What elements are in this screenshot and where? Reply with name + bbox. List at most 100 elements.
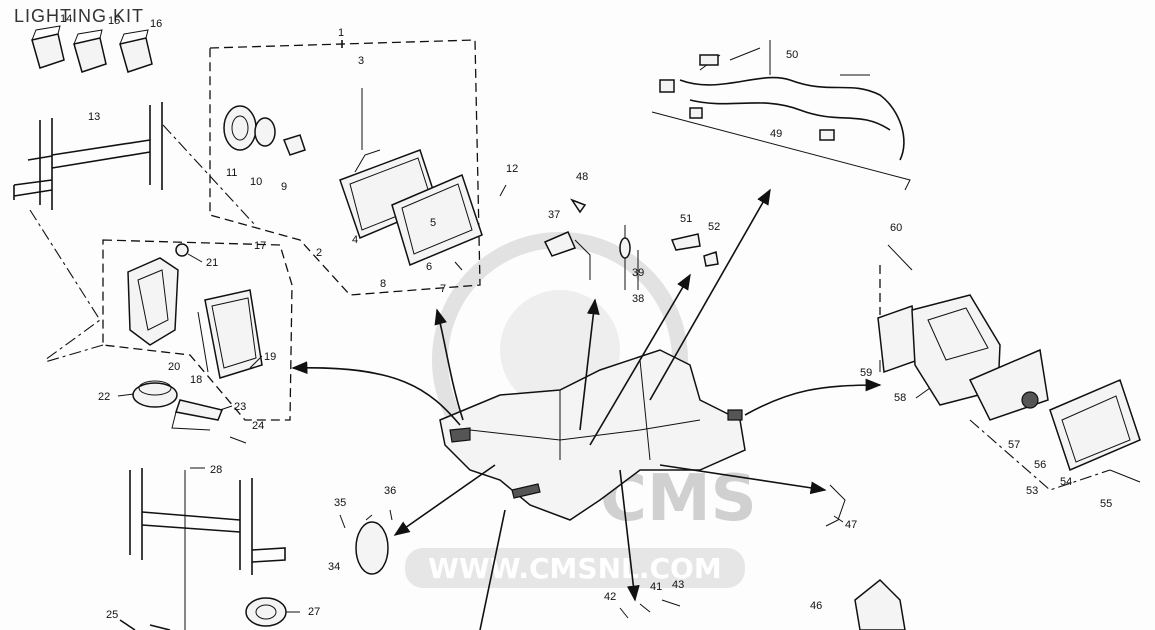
- callout-19: 19: [264, 351, 276, 363]
- callout-14: 14: [60, 13, 72, 25]
- callout-42: 42: [604, 591, 616, 603]
- callout-35: 35: [334, 497, 346, 509]
- arrow-to-34: [393, 464, 496, 536]
- callout-20: 20: [168, 361, 180, 373]
- screw-60: [887, 244, 913, 271]
- callout-17: 17: [254, 240, 266, 252]
- callout-8: 8: [380, 278, 386, 290]
- callout-36: 36: [384, 485, 396, 497]
- bulb-10: [254, 117, 276, 147]
- watermark-url: WWW.CMSNL.COM: [428, 552, 722, 585]
- callout-1: 1: [338, 27, 344, 39]
- lens-18: [204, 289, 263, 379]
- relay-15: [73, 29, 107, 73]
- relay-16: [119, 29, 153, 73]
- arrow-to-41: [619, 469, 640, 602]
- callout-56: 56: [1034, 459, 1046, 471]
- callout-18: 18: [190, 374, 202, 386]
- callout-22: 22: [98, 391, 110, 403]
- grommet-27: [245, 597, 287, 627]
- handlebar-cover: [439, 349, 746, 521]
- callout-37: 37: [548, 209, 560, 221]
- bulb-9: [283, 134, 306, 156]
- bracket-23: [171, 399, 224, 431]
- callout-16: 16: [150, 18, 162, 30]
- arrow-to-51: [589, 273, 691, 446]
- callout-12: 12: [506, 163, 518, 175]
- callout-55: 55: [1100, 498, 1112, 510]
- arrow-down: [479, 509, 506, 630]
- callout-labels: 14 15 16 1 3 13 11 10 9 12 48 37 5 4 2 6…: [60, 13, 1112, 621]
- arrow-to-37: [579, 298, 600, 431]
- callout-23: 23: [234, 401, 246, 413]
- part-25: [119, 619, 171, 630]
- connector-52: [703, 251, 719, 267]
- callout-47: 47: [845, 519, 857, 531]
- arrow-to-58: [744, 378, 882, 416]
- callout-46: 46: [810, 600, 822, 612]
- callout-4: 4: [352, 234, 358, 246]
- callout-53: 53: [1026, 485, 1038, 497]
- parts-41-43: [619, 599, 681, 619]
- guide-53: [969, 419, 1111, 491]
- gasket-20: [197, 311, 209, 373]
- guide-17: [44, 344, 104, 363]
- screw-12: [499, 184, 507, 197]
- callout-50: 50: [786, 49, 798, 61]
- lamp-54: [1049, 378, 1141, 472]
- callout-27: 27: [308, 606, 320, 618]
- arrow-to-49: [649, 188, 771, 401]
- screw-7: [454, 261, 463, 271]
- guide-13-17: [29, 209, 101, 361]
- label-leaders: [117, 253, 931, 613]
- assembly-1-outline: [209, 39, 481, 296]
- wire-harness-49: [651, 40, 911, 191]
- screw-55: [1109, 469, 1141, 483]
- socket-11: [223, 105, 257, 151]
- callout-49: 49: [770, 128, 782, 140]
- callout-39: 39: [632, 267, 644, 279]
- holder-22: [132, 380, 178, 408]
- callout-3: 3: [358, 55, 364, 67]
- callout-11: 11: [226, 167, 237, 179]
- diagram-title: LIGHTING KIT: [14, 6, 145, 26]
- taillight-17: [127, 243, 189, 346]
- callout-13: 13: [88, 111, 100, 123]
- callout-15: 15: [108, 15, 120, 27]
- callout-5: 5: [430, 217, 436, 229]
- gasket-57: [968, 348, 1049, 421]
- callout-28: 28: [210, 464, 222, 476]
- callout-51: 51: [680, 213, 692, 225]
- callout-43: 43: [672, 579, 684, 591]
- screw-35: [339, 514, 346, 529]
- arrow-to-17: [291, 361, 461, 426]
- callout-7: 7: [440, 283, 446, 295]
- callout-38: 38: [632, 293, 644, 305]
- callout-52: 52: [708, 221, 720, 233]
- callout-9: 9: [281, 181, 287, 193]
- callout-58: 58: [894, 392, 906, 404]
- callout-59: 59: [860, 367, 872, 379]
- arrow-to-47: [659, 464, 827, 495]
- bracket-13: [13, 102, 163, 210]
- arrow-to-1: [434, 308, 464, 421]
- rim-8: [391, 173, 483, 267]
- callout-48: 48: [576, 171, 588, 183]
- callout-34: 34: [328, 561, 340, 573]
- screw-24: [229, 436, 247, 444]
- horn-34: [355, 514, 389, 575]
- fuse-39: [619, 225, 631, 290]
- clip-48: [570, 198, 587, 214]
- callout-25: 25: [106, 609, 118, 621]
- callout-6: 6: [426, 261, 432, 273]
- part-46: [854, 578, 906, 630]
- assembly-17-outline: [102, 239, 293, 421]
- relay-14: [31, 25, 65, 69]
- bracket-lower: [129, 468, 286, 575]
- callout-24: 24: [252, 420, 264, 432]
- callout-41: 41: [650, 581, 662, 593]
- callout-2: 2: [316, 247, 322, 259]
- screw-36: [389, 509, 393, 521]
